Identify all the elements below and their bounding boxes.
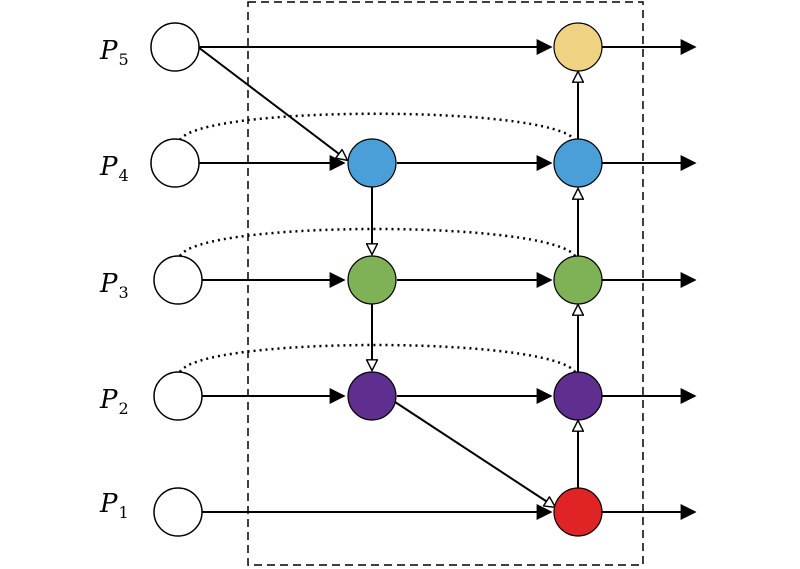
- output-node-p5: [553, 22, 603, 72]
- intermediate-node-p3: [347, 255, 397, 305]
- intermediate-node-p4: [347, 138, 397, 188]
- input-node-p1: [153, 487, 203, 537]
- edge-p5-in-to-p4-mid: [197, 46, 347, 160]
- output-node-p2: [553, 371, 603, 421]
- label-p1: P1: [99, 489, 129, 522]
- skip-connection-p4: [178, 112, 577, 141]
- solid-edges: [198, 39, 697, 520]
- output-node-p1: [553, 487, 603, 537]
- input-node-p3: [153, 255, 203, 305]
- output-node-p4: [553, 138, 603, 188]
- intermediate-nodes: [347, 138, 397, 421]
- intermediate-node-p2: [347, 371, 397, 421]
- input-nodes: [150, 22, 203, 537]
- open-arrow-edges: [197, 46, 578, 507]
- output-node-p3: [553, 255, 603, 305]
- dashed-module-box: [247, 1, 644, 566]
- label-p3: P3: [99, 269, 129, 302]
- level-labels: P5 P4 P3 P2 P1: [99, 36, 129, 522]
- input-node-p4: [150, 138, 200, 188]
- label-p2: P2: [99, 385, 129, 418]
- skip-connection-p2: [178, 343, 577, 373]
- label-p5: P5: [99, 36, 129, 69]
- label-p4: P4: [99, 152, 129, 185]
- edge-p2-mid-to-p1-out: [391, 399, 555, 507]
- input-node-p2: [153, 371, 203, 421]
- output-nodes: [553, 22, 603, 537]
- skip-connection-p3: [178, 227, 577, 257]
- skip-connections: [178, 112, 577, 373]
- input-node-p5: [150, 22, 200, 72]
